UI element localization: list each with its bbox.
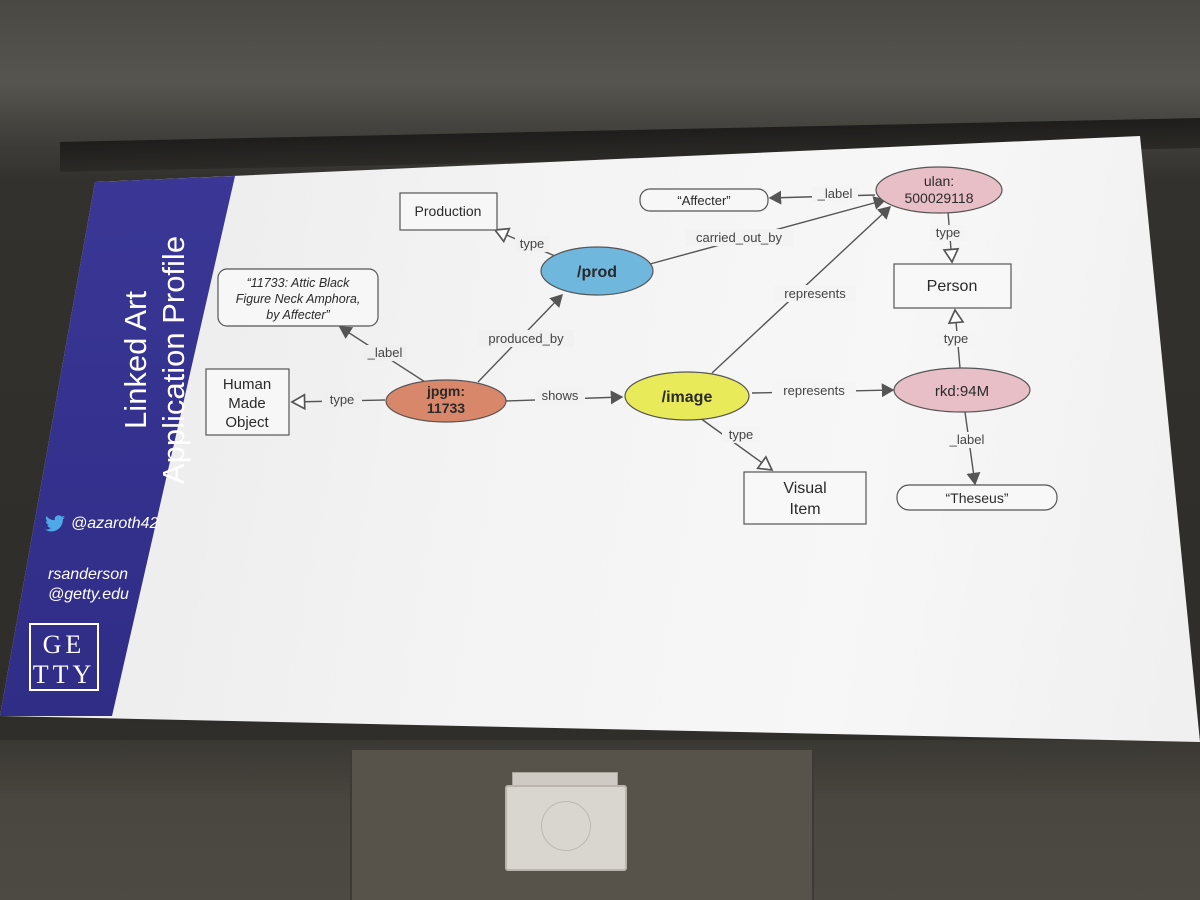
svg-text:“Theseus”: “Theseus” [945,490,1008,506]
speaker [505,785,627,871]
twitter-bird-icon [45,515,65,532]
label-rkd-type: type [944,331,969,346]
edge-labels: type carried_out_by _label type produced… [322,186,990,448]
node-jpgm: jpgm: 11733 [385,379,507,423]
label-carried-out-by: carried_out_by [696,230,782,245]
label-rkd-label: _label [949,432,985,447]
label-shows: shows [542,388,579,403]
svg-text:500029118: 500029118 [904,190,973,206]
node-image: /image [624,371,750,421]
svg-text:Human: Human [223,376,271,393]
edges [292,190,981,486]
node-affecter-literal: “Affecter” [639,188,769,212]
node-visual-item: Visual Item [743,471,867,525]
node-production: Production [399,192,498,231]
svg-text:11733: 11733 [427,400,465,416]
label-image-represents-rkd: represents [783,383,845,398]
svg-text:Production: Production [415,203,482,219]
svg-text:Visual: Visual [783,480,826,497]
twitter-handle: @azaroth42 [43,515,158,533]
label-jpgm-type: type [330,392,355,407]
svg-text:Person: Person [927,278,978,295]
svg-text:GE: GE [43,630,86,659]
svg-text:Made: Made [228,395,266,412]
svg-text:rkd:94M: rkd:94M [935,383,989,400]
node-title-literal: “11733: Attic Black Figure Neck Amphora,… [217,268,379,327]
node-person: Person [893,263,1012,309]
node-ulan: ulan: 500029118 [875,166,1003,214]
svg-text:“Affecter”: “Affecter” [677,193,730,208]
label-produced-by: produced_by [488,331,564,346]
svg-text:/image: /image [662,389,713,406]
svg-text:jpgm:: jpgm: [426,383,465,399]
node-human-made-object: Human Made Object [205,368,290,436]
node-rkd: rkd:94M [893,367,1031,413]
svg-text:/prod: /prod [577,264,617,281]
edge-image-type [699,417,772,470]
svg-text:Object: Object [225,414,269,431]
label-image-type: type [729,427,754,442]
svg-text:by Affecter”: by Affecter” [266,308,330,322]
svg-text:ulan:: ulan: [924,173,954,189]
getty-logo: GE TTY [29,623,99,691]
label-jpgm-label: _label [367,345,403,360]
email-line2: @getty.edu [48,586,129,603]
label-image-represents-ulan: represents [784,286,846,301]
label-ulan-type: type [936,225,961,240]
label-ulan-label: _label [817,186,853,201]
svg-text:TTY: TTY [33,660,96,689]
svg-text:“11733: Attic Black: “11733: Attic Black [247,276,351,290]
label-prod-type: type [520,236,545,251]
email-line1: rsanderson [48,566,129,583]
svg-text:Figure Neck Amphora,: Figure Neck Amphora, [236,292,361,306]
svg-text:Item: Item [789,501,820,518]
node-prod: /prod [540,246,654,296]
node-theseus-literal: “Theseus” [896,484,1058,511]
author-email: rsanderson @getty.edu [48,565,129,605]
twitter-handle-text: @azaroth42 [71,515,159,532]
